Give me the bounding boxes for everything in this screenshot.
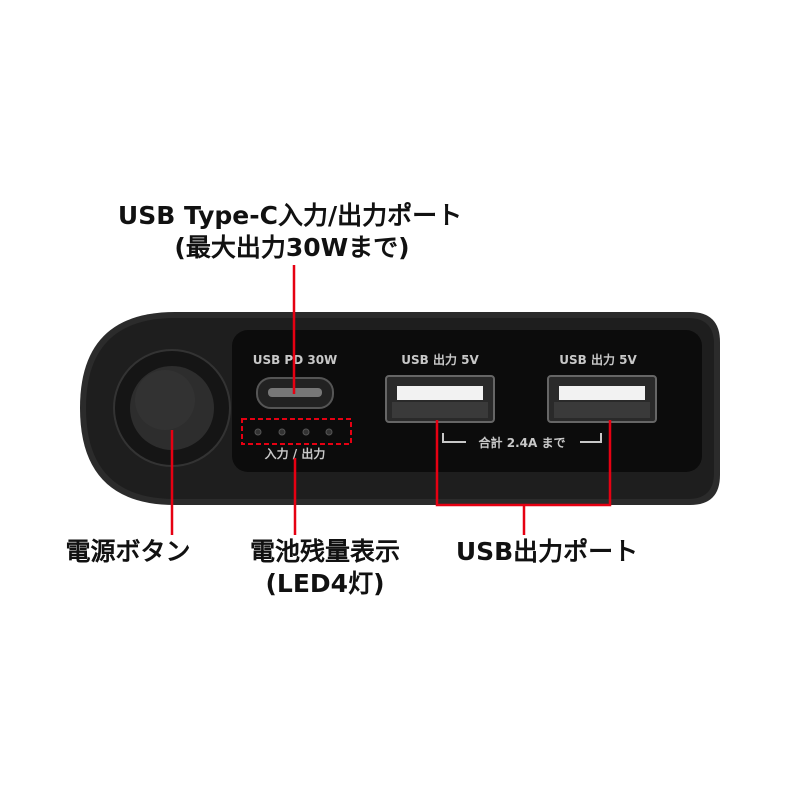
usb-a-port-1[interactable] — [385, 375, 495, 423]
typec-callout-sub: (最大出力30Wまで) — [174, 233, 409, 262]
usb2-port-label: USB 出力 5V — [559, 352, 637, 367]
led-indicators — [254, 428, 333, 436]
usb1-port-label: USB 出力 5V — [401, 352, 479, 367]
led-highlight-box — [241, 418, 352, 445]
total-current-label: 合計 2.4A まで — [479, 435, 566, 450]
usb-out-callout: USB出力ポート — [456, 537, 638, 566]
callout-lines — [170, 265, 612, 535]
battery-callout-sub: (LED4灯) — [265, 569, 384, 598]
typec-callout-title: USB Type-C入力/出力ポート — [118, 201, 462, 230]
power-bank: USB PD 30W USB 出力 5V USB 出力 5V 入力 / 出力 合… — [80, 312, 720, 505]
battery-callout-title: 電池残量表示 — [250, 537, 400, 566]
power-button-callout: 電源ボタン — [65, 537, 190, 566]
led-label: 入力 / 出力 — [265, 446, 326, 461]
usb-a-port-2[interactable] — [547, 375, 657, 423]
